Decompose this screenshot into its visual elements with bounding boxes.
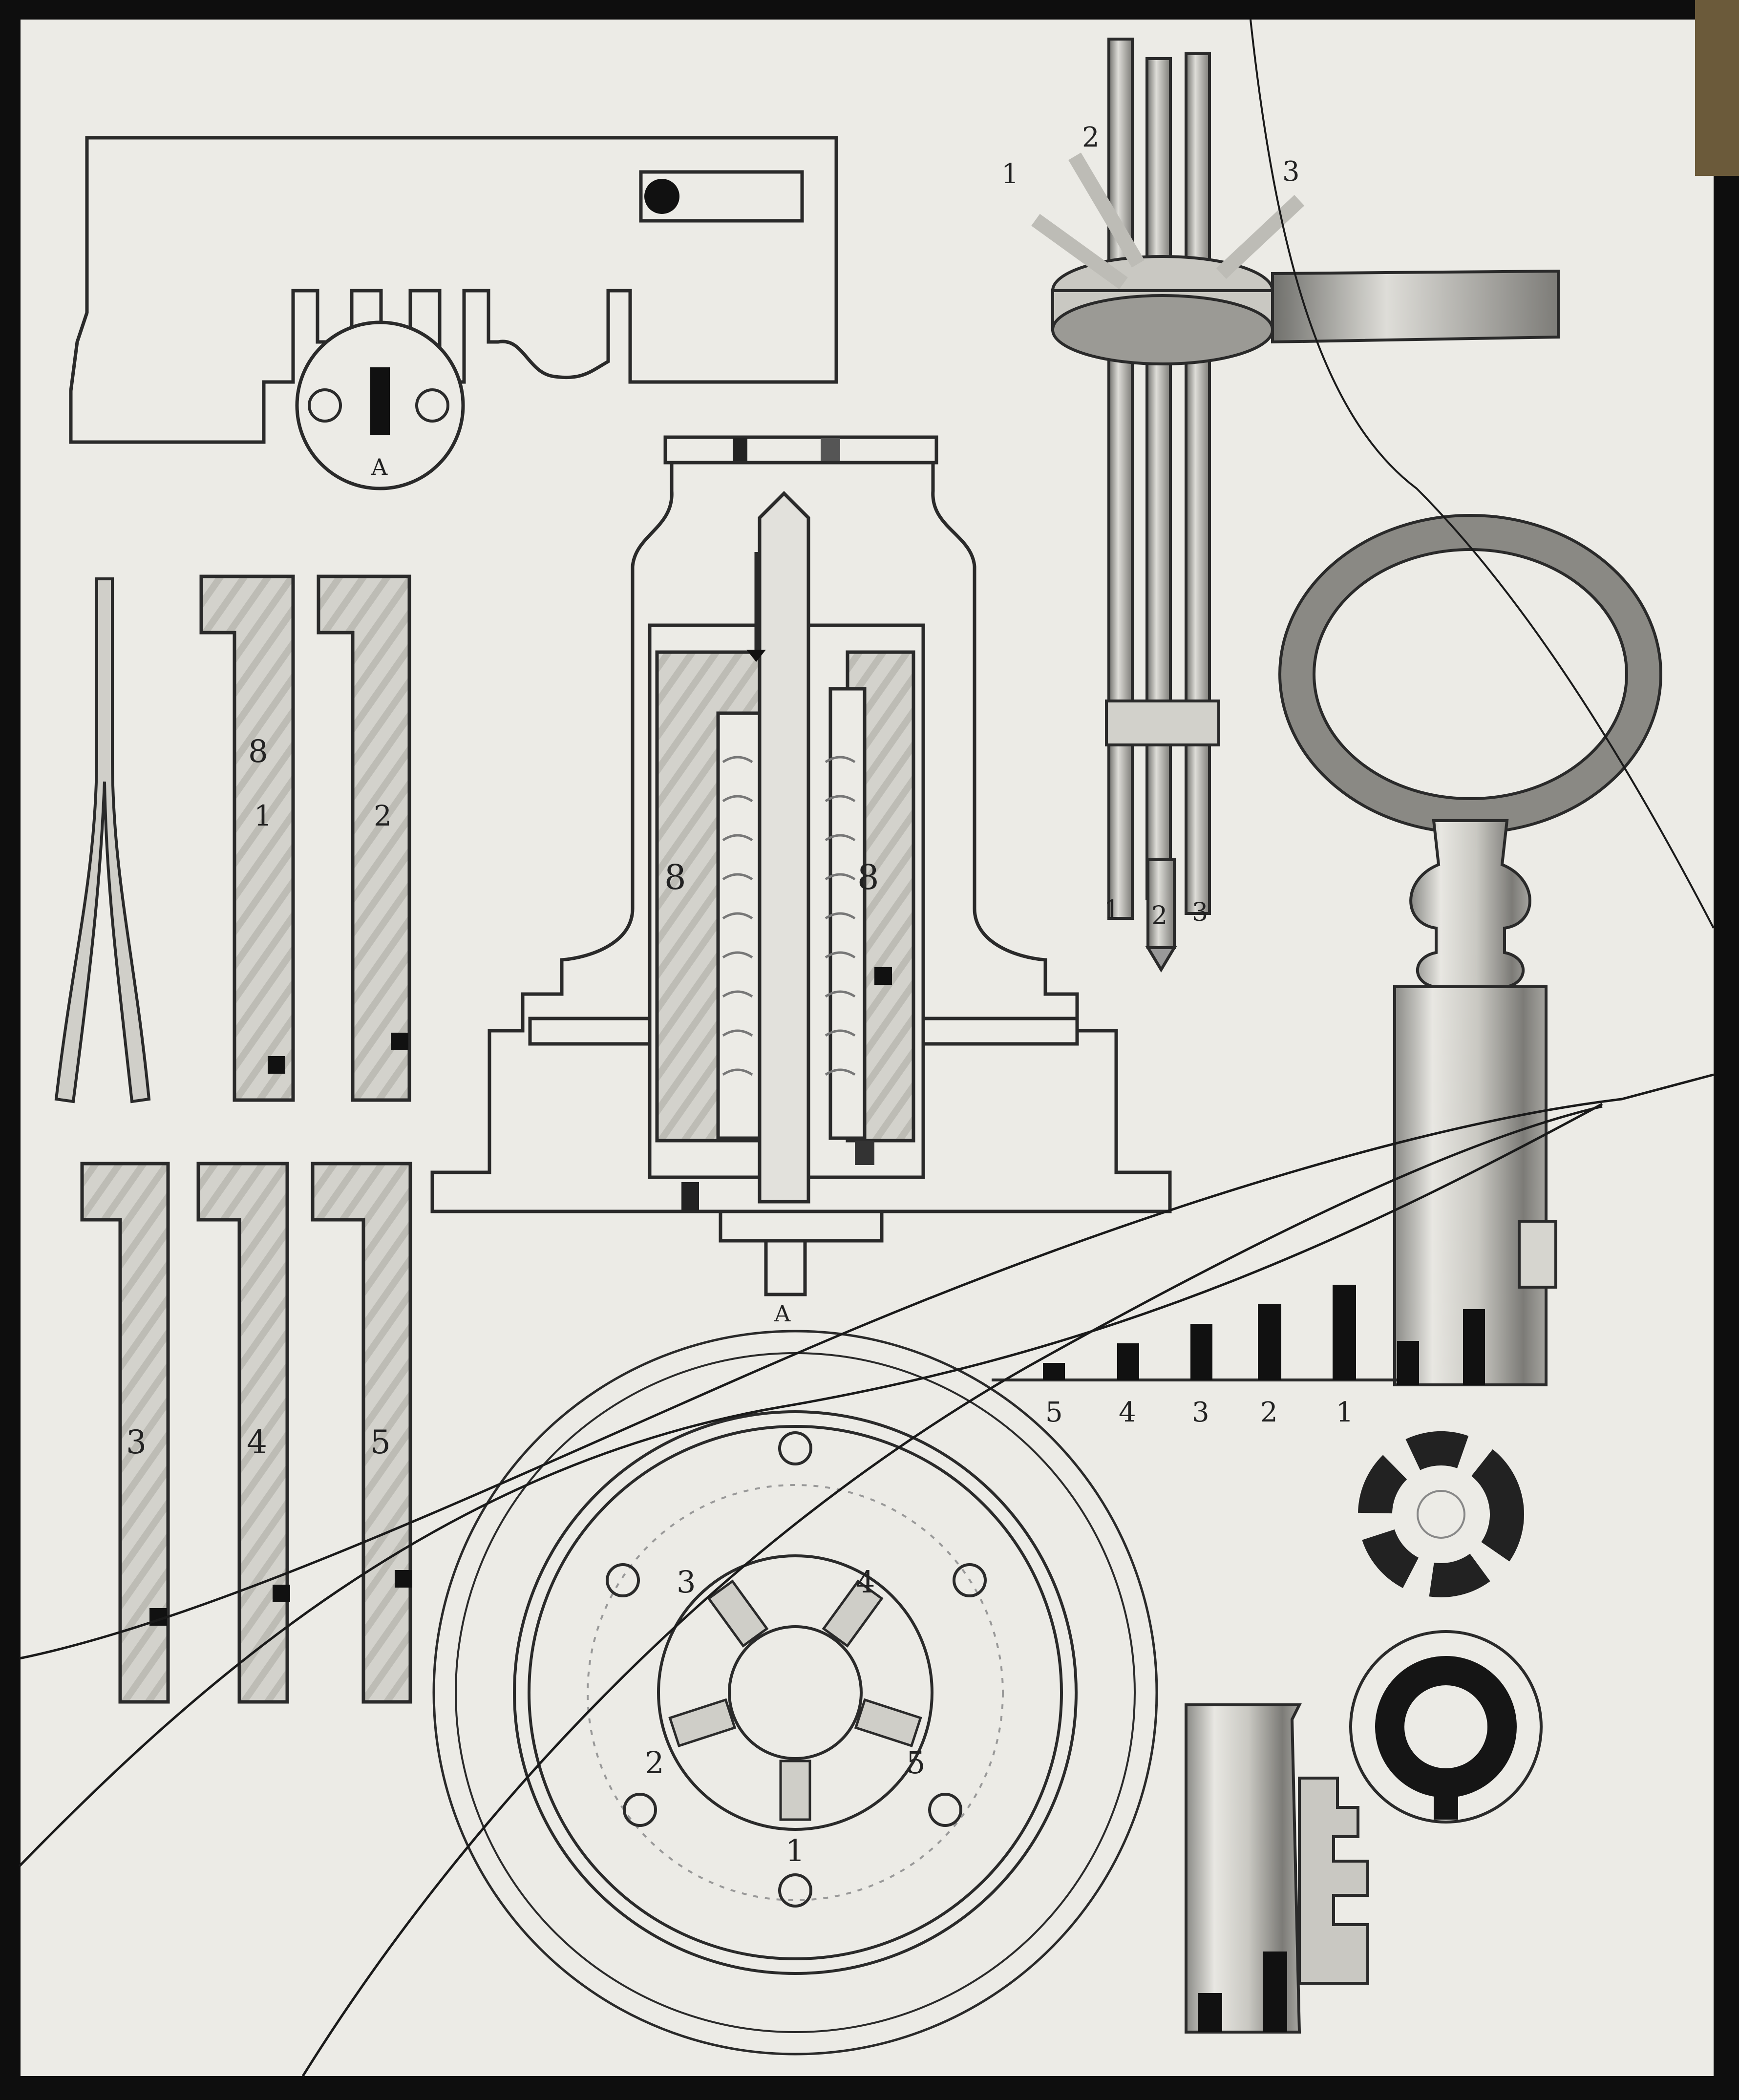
lever-1-label: 1	[254, 799, 272, 832]
lever-5-label: 5	[370, 1423, 391, 1461]
keyhole-disc: A	[295, 320, 465, 490]
pin-bottom-label-1: 1	[1104, 895, 1120, 925]
barrel-arrow	[746, 650, 766, 662]
dial-label-4: 4	[856, 1564, 875, 1600]
step-label-2: 2	[1260, 1397, 1278, 1428]
dial-label-2: 2	[645, 1745, 664, 1781]
lever-5	[311, 1162, 412, 1704]
dial-label-1: 1	[785, 1833, 805, 1868]
barrel-left-label: 8	[664, 857, 686, 897]
barrel-stud-bottom-left	[681, 1182, 699, 1210]
mount-tab	[1695, 0, 1739, 176]
step-label-1: 1	[1336, 1397, 1354, 1428]
barrel-right-label: 8	[857, 857, 879, 897]
keyhole-ring	[1349, 1630, 1543, 1824]
flat-spring	[54, 577, 151, 1103]
key-bit-slot-2	[1463, 1309, 1485, 1385]
dial-label-5: 5	[906, 1745, 925, 1781]
step-label-4: 4	[1119, 1397, 1136, 1428]
lever-2	[317, 574, 411, 1102]
lever-3	[80, 1162, 170, 1704]
lever-2-label: 2	[374, 799, 392, 832]
pin-top-label-3: 3	[1282, 156, 1300, 188]
pin-assembly	[1031, 38, 1560, 973]
barrel-spring-coils	[722, 756, 856, 1076]
small-key-bit	[1185, 1703, 1369, 2034]
lever-1-top-label: 8	[248, 734, 268, 770]
lever-4-label: 4	[247, 1423, 267, 1461]
step-label-5: 5	[1045, 1397, 1063, 1428]
slot-stud	[644, 179, 679, 214]
pin-top-label-1: 1	[1001, 158, 1019, 190]
lever-4	[196, 1162, 289, 1704]
lever-3-label: 3	[126, 1423, 147, 1461]
small-key-slot-1	[1198, 1993, 1222, 2032]
pin-bottom-label-2: 2	[1151, 901, 1167, 931]
key-steps	[1043, 1285, 1356, 1380]
key-bit-slot-1	[1397, 1341, 1419, 1385]
tumbler-levers	[80, 574, 412, 1704]
segment-ring	[1358, 1431, 1524, 1597]
base-label-a: A	[774, 1300, 791, 1327]
lock-case-plate	[69, 136, 838, 444]
lever-1	[199, 574, 295, 1102]
small-key-slot-2	[1263, 1952, 1287, 2032]
pin-top-label-2: 2	[1082, 122, 1100, 153]
dial-spokes	[668, 1579, 922, 1821]
glass-cracks	[19, 19, 1715, 2077]
barrel-stud-bottom-right	[855, 1141, 874, 1165]
barrel-stud-right	[874, 967, 892, 985]
step-label-3: 3	[1192, 1397, 1209, 1428]
keyhole-label-a: A	[371, 454, 388, 480]
pin-bottom-label-3: 3	[1192, 898, 1208, 927]
barrel-section	[430, 435, 1172, 1296]
dial-label-3: 3	[677, 1564, 696, 1600]
